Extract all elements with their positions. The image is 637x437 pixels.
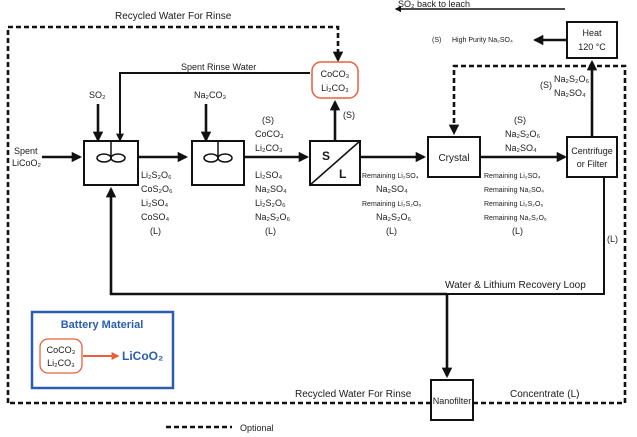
- centrifuge-liquid-return: [447, 177, 605, 295]
- svg-text:(L): (L): [265, 226, 276, 236]
- svg-text:(S): (S): [540, 80, 552, 90]
- svg-text:Remaining Li₂S₂O₆: Remaining Li₂S₂O₆: [484, 201, 543, 208]
- svg-text:(S): (S): [514, 115, 526, 125]
- svg-text:Remaining Li₂S₂O₆: Remaining Li₂S₂O₆: [362, 201, 421, 208]
- svg-text:Li₂S₂O₆: Li₂S₂O₆: [141, 170, 172, 180]
- svg-text:Li₂SO₄: Li₂SO₄: [141, 198, 169, 208]
- separator-liquids: Remaining Li₂SO₄ Na₂SO₄ Remaining Li₂S₂O…: [362, 173, 421, 236]
- svg-text:Remaining Li₂SO₄: Remaining Li₂SO₄: [362, 173, 419, 180]
- svg-text:CoS₂O₆: CoS₂O₆: [141, 184, 173, 194]
- svg-text:Na₂SO₄: Na₂SO₄: [505, 143, 537, 153]
- centrifuge-label-line1: Centrifuge: [571, 146, 613, 156]
- centrifuge-label-line2: or Filter: [577, 159, 608, 169]
- svg-text:Remaining Li₂SO₄: Remaining Li₂SO₄: [484, 173, 541, 180]
- optional-recycle-to-crystal: [448, 64, 627, 403]
- na2co3-input-label: Na₂CO₃: [194, 90, 226, 100]
- leach-products: Li₂S₂O₆ CoS₂O₆ Li₂SO₄ CoSO₄ (L): [141, 170, 173, 236]
- svg-text:Na₂SO₄: Na₂SO₄: [255, 184, 287, 194]
- svg-text:Na₂SO₄: Na₂SO₄: [376, 184, 408, 194]
- spent-rinse-water-label: Spent Rinse Water: [181, 62, 256, 72]
- spent-rinse-water-line: [116, 72, 310, 142]
- separator-s-label: S: [322, 149, 330, 163]
- coco3-product-box: [311, 61, 359, 99]
- svg-text:Na₂S₂O₆: Na₂S₂O₆: [255, 212, 290, 222]
- legend-optional-label: Optional: [240, 423, 274, 433]
- separator-diagonal: [309, 140, 361, 186]
- battery-material-title: Battery Material: [61, 319, 144, 331]
- loop-label: Water & Lithium Recovery Loop: [445, 280, 586, 291]
- precip-liquids: Li₂SO₄ Na₂SO₄ Li₂S₂O₆ Na₂S₂O₆ (L): [255, 170, 290, 236]
- nanofilter-label: Nanofilter: [433, 396, 472, 406]
- crystal-liquids: Remaining Li₂SO₄ Remaining Na₂SO₄ Remain…: [484, 173, 547, 236]
- battery-input-line2: Li₂CO₃: [47, 358, 75, 368]
- so2-input-label: SO₂: [89, 90, 106, 100]
- heat-temp-label: 120 °C: [578, 42, 606, 52]
- svg-text:Li₂SO₄: Li₂SO₄: [255, 170, 283, 180]
- svg-text:Remaining Na₂SO₄: Remaining Na₂SO₄: [484, 187, 544, 194]
- high-purity-label: High Purity Na₂SO₄: [452, 37, 513, 44]
- centrifuge-box: [566, 136, 618, 178]
- svg-text:(S): (S): [262, 115, 274, 125]
- heat-label: Heat: [582, 28, 602, 38]
- centrifuge-solids: (S) Na₂S₂O₆ Na₂SO₄: [540, 74, 589, 98]
- bottom-recycled-water-label: Recycled Water For Rinse: [295, 389, 412, 400]
- licoo2-input-label: LiCoO₂: [12, 158, 42, 168]
- svg-text:(L): (L): [150, 226, 161, 236]
- precip-solids: (S) CoCO₃ Li₂CO₃: [255, 115, 284, 153]
- svg-text:(L): (L): [386, 226, 397, 236]
- svg-text:(L): (L): [512, 226, 523, 236]
- svg-text:Na₂SO₄: Na₂SO₄: [554, 88, 586, 98]
- svg-text:CoSO₄: CoSO₄: [141, 212, 170, 222]
- battery-output-label: LiCoO₂: [122, 349, 163, 363]
- nanofilter-box: [430, 379, 474, 421]
- svg-text:Na₂S₂O₆: Na₂S₂O₆: [376, 212, 411, 222]
- crystal-solids: (S) Na₂S₂O₆ Na₂SO₄: [505, 115, 540, 153]
- svg-text:Na₂S₂O₆: Na₂S₂O₆: [505, 129, 540, 139]
- leach-agitator-blade-right: [110, 153, 126, 163]
- separator-l-label: L: [339, 167, 346, 181]
- svg-text:Li₂CO₃: Li₂CO₃: [255, 143, 283, 153]
- battery-input-box: [39, 338, 83, 374]
- right-liquid-label: (L): [607, 234, 618, 244]
- svg-text:Remaining Na₂S₂O₆: Remaining Na₂S₂O₆: [484, 215, 547, 222]
- svg-text:Li₂S₂O₆: Li₂S₂O₆: [255, 198, 286, 208]
- recycled-water-rinse-label-top: Recycled Water For Rinse: [115, 11, 232, 22]
- precip-agitator-blade-right: [217, 153, 233, 163]
- concentrate-label: Concentrate (L): [510, 389, 579, 400]
- coco3-product-phase: (S): [343, 110, 355, 120]
- coco3-product-line1: CoCO₃: [321, 69, 350, 79]
- spent-label: Spent: [14, 146, 38, 156]
- svg-text:CoCO₃: CoCO₃: [255, 129, 284, 139]
- recycled-water-rinse-line: [6, 25, 344, 403]
- high-purity-phase: (S): [432, 37, 441, 44]
- so2-back-to-leach-label: SO₂ back to leach: [398, 0, 470, 9]
- coco3-product-line2: Li₂CO₃: [321, 83, 349, 93]
- water-lithium-recovery-loop: [105, 186, 447, 296]
- battery-input-line1: CoCO₃: [47, 345, 76, 355]
- crystallizer-label: Crystal: [438, 153, 469, 164]
- svg-text:Na₂S₂O₆: Na₂S₂O₆: [554, 74, 589, 84]
